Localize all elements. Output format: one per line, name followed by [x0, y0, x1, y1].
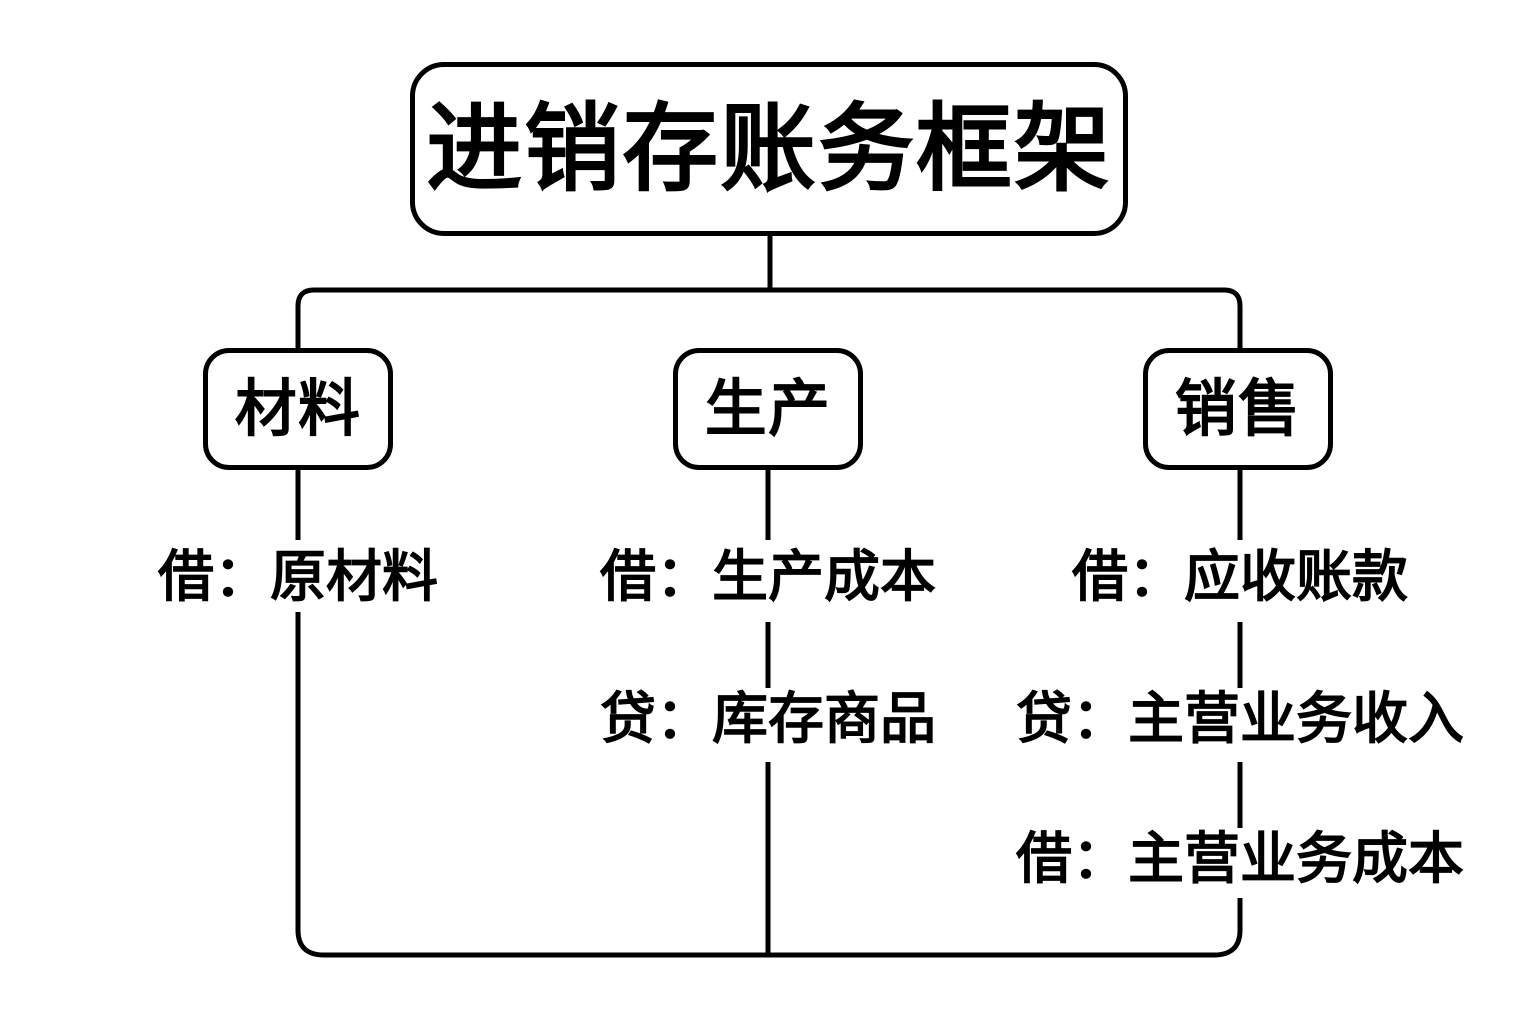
journal-entry-sales-credit-revenue: 贷：主营业务收入: [1006, 688, 1474, 752]
branch-node-sales[interactable]: 销售: [1143, 348, 1333, 470]
journal-entry-sales-debit-receivable: 借：应收账款: [1062, 546, 1418, 610]
root-node-accounting-framework[interactable]: 进销存账务框架: [410, 62, 1128, 236]
branch-node-label-production: 生产: [704, 372, 832, 445]
journal-entry-production-debit: 借：生产成本: [590, 546, 946, 610]
journal-entry-production-credit: 贷：库存商品: [590, 688, 946, 752]
journal-entry-sales-debit-cost: 借：主营业务成本: [1006, 828, 1474, 892]
branch-node-material[interactable]: 材料: [203, 348, 393, 470]
branch-node-production[interactable]: 生产: [673, 348, 863, 470]
top-bracket-line: [295, 287, 1243, 348]
root-node-label: 进销存账务框架: [426, 93, 1112, 205]
bottom-bracket-line: [295, 929, 1243, 958]
branch-node-label-sales: 销售: [1174, 372, 1302, 445]
journal-entry-material-debit: 借：原材料: [148, 546, 448, 610]
branch-node-label-material: 材料: [234, 372, 362, 445]
